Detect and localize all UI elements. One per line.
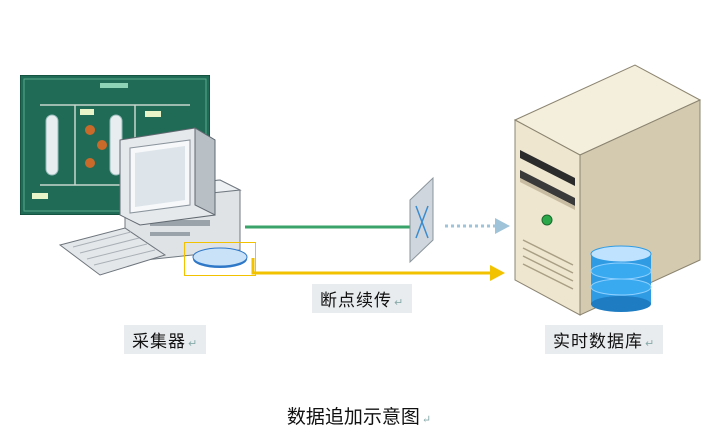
collector-label: 采集器↵: [124, 325, 207, 354]
database-icon: [590, 245, 652, 312]
yellow-arrowhead: [490, 265, 505, 281]
local-disk-icon: [192, 247, 248, 268]
local-cache-box: [184, 242, 256, 276]
figure-caption: 数据追加示意图↵: [286, 406, 432, 428]
yellow-resume-line: [251, 258, 490, 275]
realtime-database-label: 实时数据库↵: [545, 325, 664, 354]
collector-computer-icon: [58, 127, 242, 276]
resume-transfer-label: 断点续传↵: [312, 284, 413, 313]
dashed-arrowhead: [495, 218, 510, 234]
